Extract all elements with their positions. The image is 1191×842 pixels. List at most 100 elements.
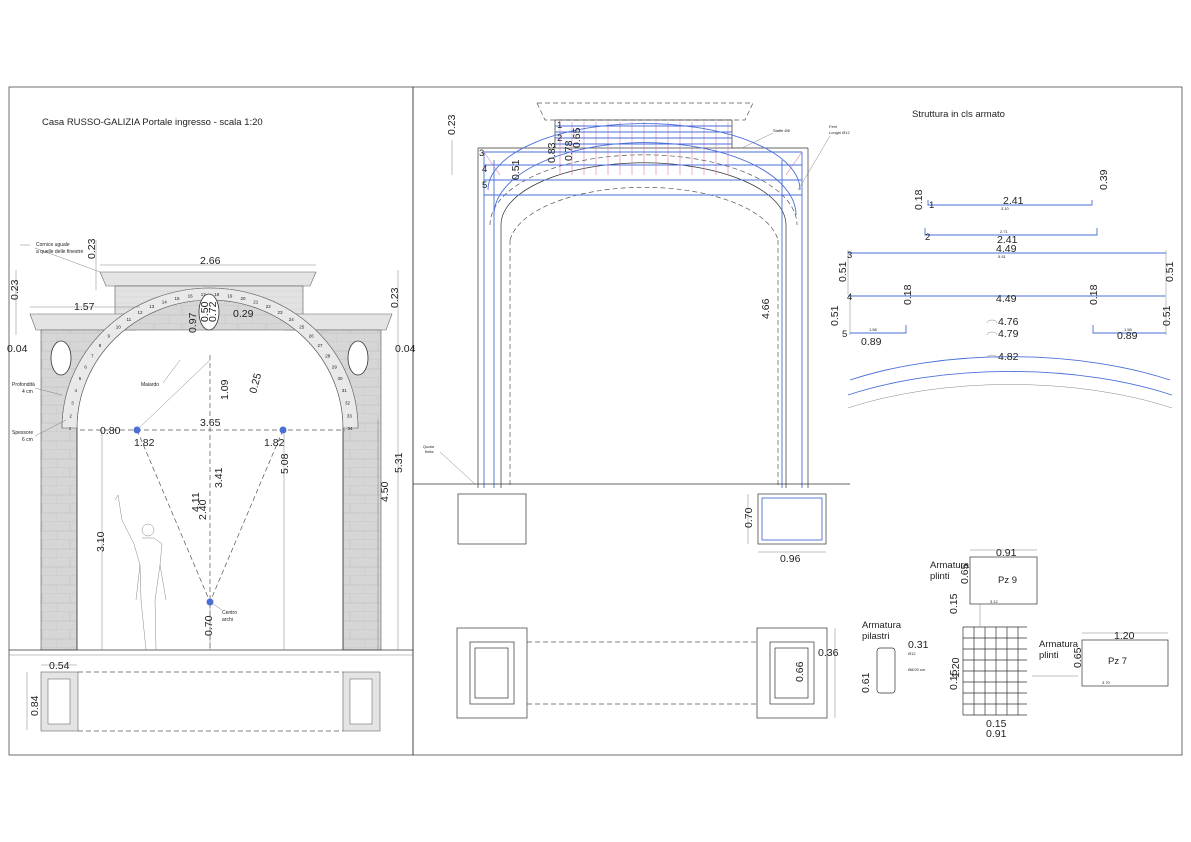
dim-3-41: 3.41 [213,467,225,488]
dim-0-83: 0.83 [546,142,558,163]
bs-num-2: 2 [925,232,930,243]
bs-0-51-b: 0.51 [1164,261,1176,282]
dim-0-25: 0.25 [247,372,264,395]
voussoir-number: 7 [91,354,94,359]
pz-1-20: 1.20 [1114,630,1135,642]
bs-0-18-a: 0.18 [913,189,925,210]
dim-1-82-b: 1.82 [264,437,285,449]
dim-4-50: 4.50 [379,481,391,502]
dim-0-50: 0.50 [199,301,211,322]
dim-0-23-b: 0.23 [9,279,21,300]
dim-1-09: 1.09 [219,379,231,400]
bs-4-79: 4.79 [998,328,1019,340]
voussoir-number: 22 [266,304,272,309]
bs-4-76: 4.76 [998,316,1019,328]
plan-footing-left [456,627,528,719]
right-panel-frame [412,86,1183,756]
note-staffe: Staffe Ø8 [773,128,791,133]
bs-0-89-b: 0.89 [1117,330,1138,342]
voussoir-number: 31 [342,388,348,393]
voussoir-number: 26 [309,334,315,339]
dim-1-57: 1.57 [74,301,95,313]
arch-center-right [279,426,287,434]
note-ferri-1: Ferri [829,124,837,129]
bs-0-51-c: 0.51 [829,305,841,326]
pz-0-15-c: 0.15 [986,718,1007,730]
pz-0-61: 0.61 [860,672,872,693]
note-quota-1: Quota [423,444,435,449]
oval-window-top [198,293,220,331]
left-panel: Casa RUSSO-GALIZIA Portale ingresso - sc… [7,117,416,732]
voussoir-number: 3 [71,401,74,406]
voussoir-number: 17 [201,292,207,297]
pz-0-91-b: 0.91 [986,728,1007,740]
dim-0-72: 0.72 [207,301,219,322]
bar-num-4: 4 [482,164,487,175]
voussoir-number: 15 [174,296,180,301]
voussoir-number: 8 [99,343,102,348]
dim-0-23-c: 0.23 [389,287,401,308]
pz-0-65-a: 0.65 [959,563,971,584]
voussoir-number: 2 [69,413,72,418]
beam-reinforcement-grid [555,122,732,175]
voussoir-number: 9 [107,334,110,339]
voussoir-number: 30 [337,376,343,381]
note-arm-plinti-b-1: Armatura [1039,639,1079,650]
left-title: Casa RUSSO-GALIZIA Portale ingresso - sc… [42,117,263,128]
arch-center-left [133,426,141,434]
bar-num-2: 2 [557,133,562,144]
note-arm-plinti-a-1: Armatura [930,560,970,571]
note-centro-2: archi [222,617,233,623]
bar-schedule: 1 2 3 4 5 2.41 3.10 2.41 2.71 0.18 0.39 … [829,169,1176,409]
bs-0-89-a: 0.89 [861,336,882,348]
bs-s551: 5.51 [998,254,1007,259]
dim-0-54: 0.54 [49,660,70,672]
right-panel: Struttura in cls armato 3 4 5 1 2 0.23 0… [413,102,1176,740]
voussoir-number: 14 [162,299,168,304]
human-figure [114,494,167,651]
bs-0-39: 0.39 [1098,169,1110,190]
pz9-box [969,556,1038,605]
bs-s158-b: 1.58 [1124,327,1133,332]
reinforcement-details: Armatura plinti Pz 9 3.12 0.91 0.65 0.15… [860,547,1169,740]
bs-2-41-a: 2.41 [1003,195,1024,207]
note-o12: Ø12 [908,651,916,656]
bs-0-51-d: 0.51 [1161,305,1173,326]
note-spessore-2: 6 cm [22,437,33,443]
voussoir-number: 13 [149,304,155,309]
note-profondita-2: 4 cm [22,389,33,395]
note-centro-1: Centro [222,610,237,616]
pz9-label: Pz 9 [998,575,1017,586]
footing-left [457,493,527,545]
note-o8: Ø8/20 cm [908,667,926,672]
dim-0-51-r: 0.51 [510,159,522,180]
voussoir-number: 10 [116,325,122,330]
dim-0-84: 0.84 [29,695,41,716]
voussoir-number: 24 [289,317,295,322]
voussoir-number: 4 [74,388,77,393]
pz7-label: Pz 7 [1108,656,1127,667]
pillar-section [876,647,896,694]
note-arm-plinti-b-2: plinti [1039,650,1059,661]
voussoir-number: 27 [317,343,323,348]
top-cornice [99,271,317,287]
dim-5-08: 5.08 [279,453,291,474]
note-cornice-2: a quelle delle finestre [36,249,83,255]
dim-0-36: 0.36 [818,647,839,659]
bs-s158-a: 1.58 [869,327,878,332]
note-arm-pilastri-2: pilastri [862,631,889,642]
note-cornice-1: Cornice uguale [36,242,70,248]
right-title: Struttura in cls armato [912,109,1005,120]
voussoir-number: 25 [299,325,305,330]
pz-0-91-a: 0.91 [996,547,1017,559]
footing-right [757,493,827,545]
voussoir-number: 19 [227,293,233,298]
dim-0-66: 0.66 [794,661,806,682]
pz7-box [1081,639,1169,687]
pz-1-20-b: 1.20 [950,657,962,678]
voussoir-number: 16 [188,293,194,298]
oval-window-right [347,340,369,376]
voussoir-number: 11 [126,317,131,322]
